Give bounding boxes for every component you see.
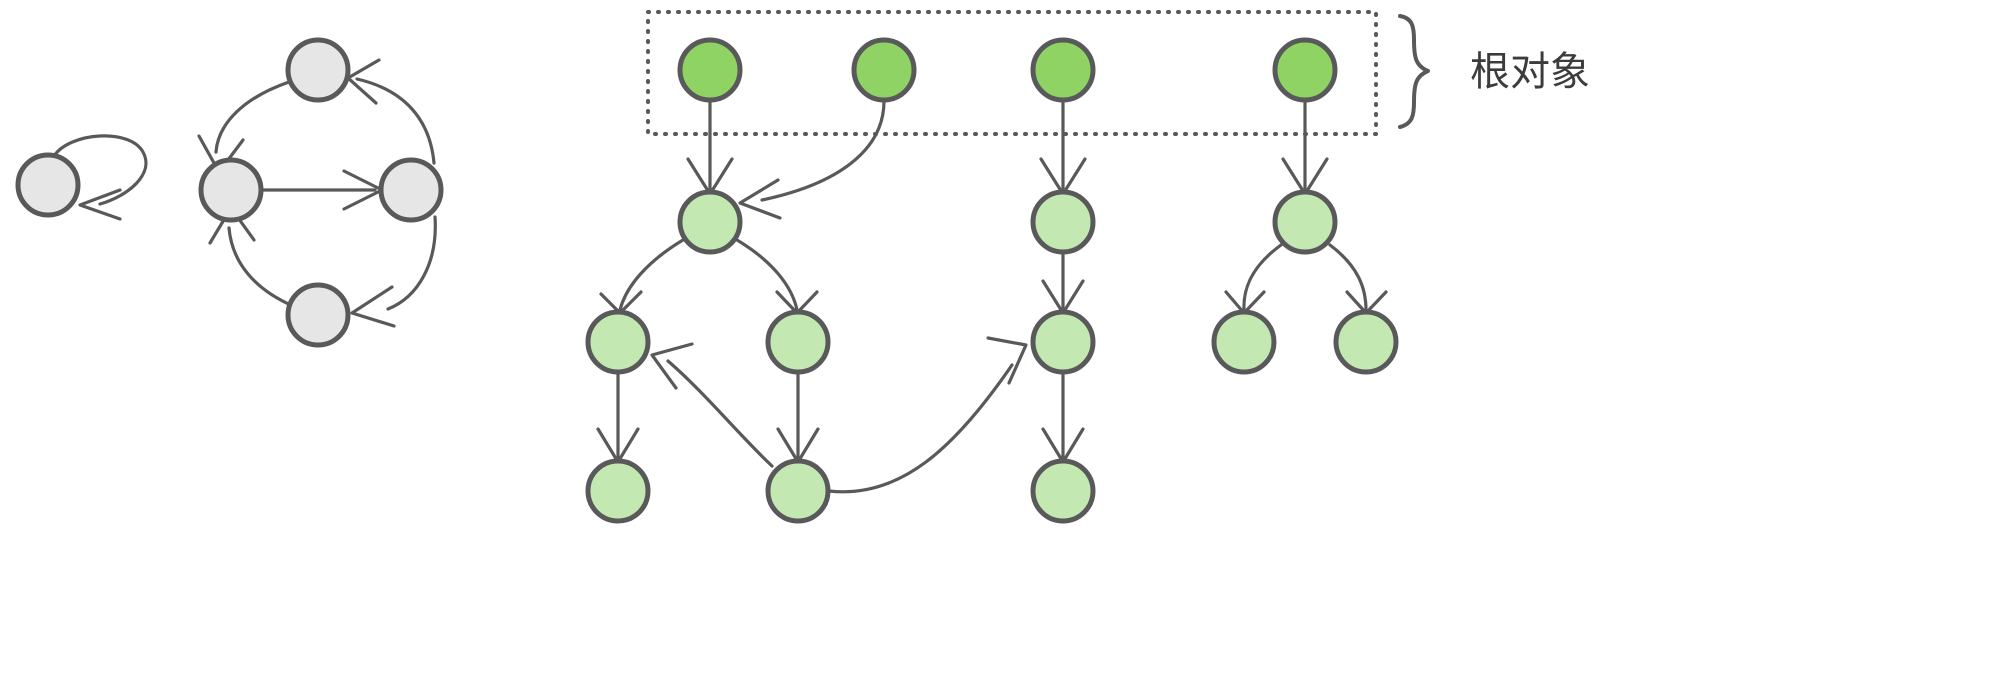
reachable-node[interactable]	[677, 189, 743, 255]
edge-c1-c3	[1328, 243, 1388, 315]
edge-u4-u2	[346, 58, 436, 165]
edge-a1-a3	[735, 238, 819, 315]
right-curly-brace-icon	[1398, 14, 1430, 129]
reachable-node[interactable]	[1030, 309, 1096, 375]
edge-r1-a1	[686, 99, 734, 196]
unreachable-node[interactable]	[15, 152, 81, 218]
reachable-node[interactable]	[585, 458, 651, 524]
edge-u2-u3	[197, 80, 291, 174]
unreachable-node[interactable]	[198, 157, 264, 223]
arrow-head-icon	[650, 342, 694, 390]
arrow-head-icon	[78, 188, 122, 221]
edge-b1-b2	[1041, 251, 1085, 315]
reachable-node[interactable]	[1030, 458, 1096, 524]
reachable-node[interactable]	[1272, 189, 1338, 255]
edge-a1-a2	[599, 238, 685, 315]
edge-path	[760, 99, 886, 202]
root-node[interactable]	[851, 37, 917, 103]
edge-path	[1242, 243, 1283, 312]
reachable-node[interactable]	[585, 309, 651, 375]
reachable-objects-group: 根对象	[585, 10, 1590, 524]
edge-path	[666, 359, 774, 468]
unreachable-node[interactable]	[285, 282, 351, 348]
edge-r2-a1	[738, 99, 886, 220]
edge-a5-b2	[827, 336, 1028, 494]
edge-path	[1328, 243, 1368, 312]
root-node[interactable]	[1030, 37, 1096, 103]
edge-path	[386, 215, 437, 311]
arrow-head-icon	[738, 178, 782, 220]
edge-path	[52, 134, 148, 206]
reachable-node[interactable]	[1211, 309, 1277, 375]
edge-u1-u1-self-loop	[52, 134, 148, 221]
arrow-head-icon	[986, 336, 1028, 385]
reachable-node[interactable]	[765, 458, 831, 524]
edge-path	[827, 363, 1014, 494]
reachable-node[interactable]	[765, 309, 831, 375]
reachable-node[interactable]	[1333, 309, 1399, 375]
edge-u3-u4	[260, 169, 384, 211]
unreachable-node[interactable]	[378, 157, 444, 223]
edge-path	[227, 226, 295, 308]
edge-path	[735, 238, 799, 312]
edge-path	[214, 80, 291, 154]
edge-r4-c1	[1281, 99, 1329, 196]
unreachable-node[interactable]	[285, 37, 351, 103]
edge-u4-u5	[350, 215, 437, 328]
edge-path	[618, 238, 685, 312]
unreachable-objects-group	[15, 37, 444, 348]
edge-c1-c2	[1224, 243, 1283, 315]
edge-path	[355, 77, 436, 165]
root-objects-label: 根对象	[1470, 49, 1590, 95]
edge-a3-a5	[776, 371, 820, 464]
edge-b2-b3	[1041, 371, 1085, 464]
root-objects-boundary-box	[646, 10, 1378, 136]
arrow-head-icon	[350, 285, 396, 328]
root-node[interactable]	[677, 37, 743, 103]
edge-a5-a2	[650, 342, 774, 468]
edge-u5-u3	[208, 206, 295, 308]
root-node[interactable]	[1272, 37, 1338, 103]
edge-a2-a4	[596, 371, 640, 464]
reachable-node[interactable]	[1030, 189, 1096, 255]
edge-r3-b1	[1039, 99, 1087, 196]
